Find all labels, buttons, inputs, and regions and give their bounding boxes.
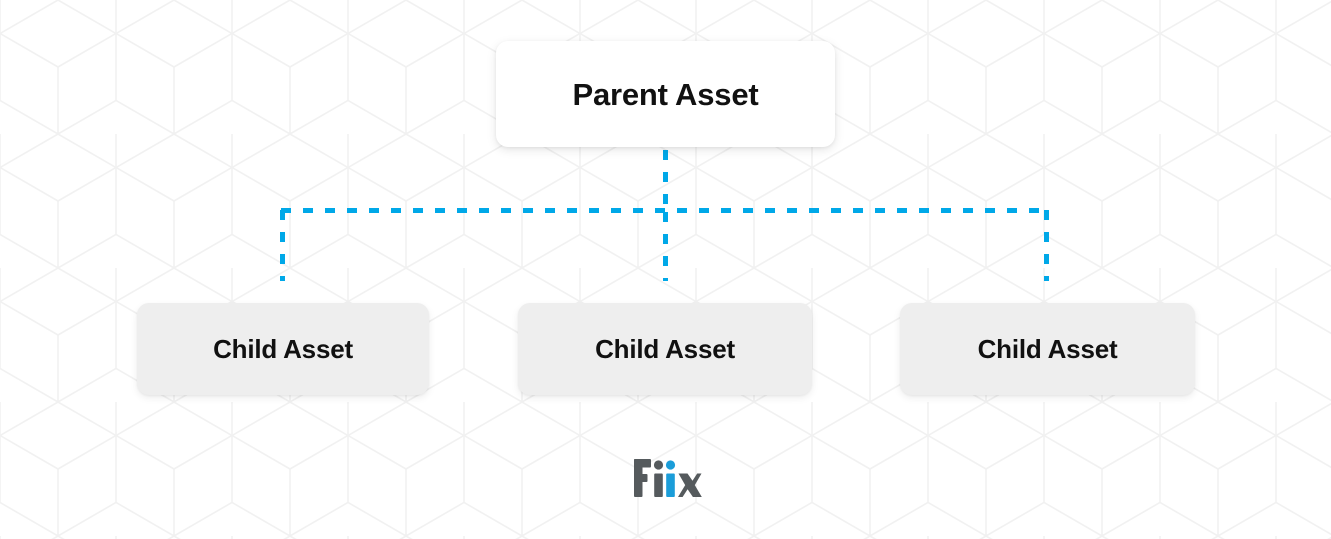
node-child-asset-3-label: Child Asset [977,334,1118,364]
fiix-logo-letter-i-blue [665,460,676,497]
node-parent-asset[interactable]: Parent Asset [496,41,835,147]
node-child-asset-2[interactable]: Child Asset [518,303,812,395]
node-child-asset-3[interactable]: Child Asset [900,303,1195,395]
fiix-logo-letter-f [634,459,651,497]
node-parent-asset-label: Parent Asset [572,76,759,112]
fiix-logo-letter-x [678,473,702,497]
fiix-logo [634,459,702,497]
node-child-asset-1[interactable]: Child Asset [137,303,429,395]
node-child-asset-1-label: Child Asset [213,334,353,364]
node-child-asset-2-label: Child Asset [595,334,735,364]
fiix-logo-letter-i-dark [653,460,664,497]
